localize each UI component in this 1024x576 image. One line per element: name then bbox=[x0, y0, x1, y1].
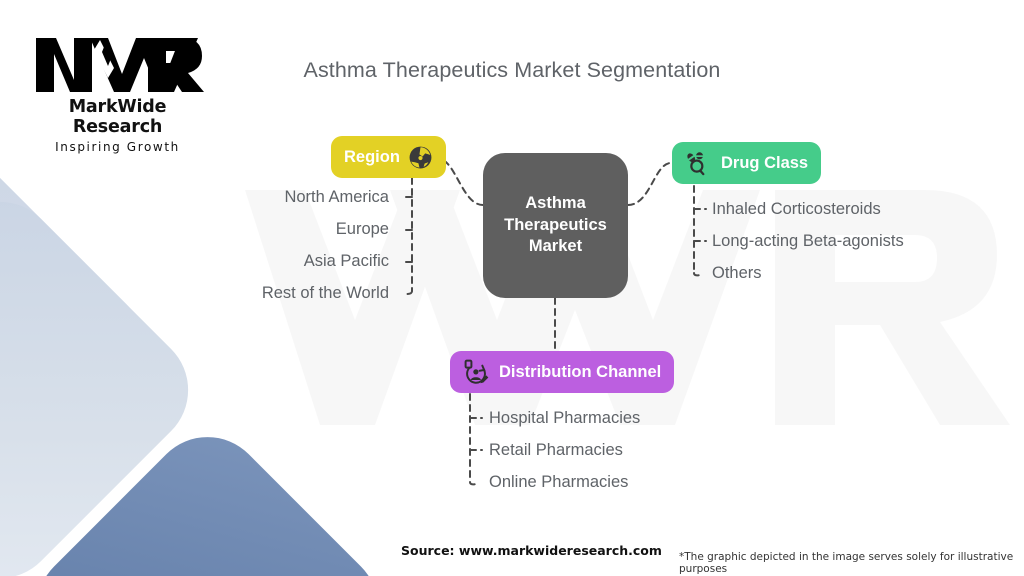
leaf-dist-1[interactable]: Hospital Pharmacies bbox=[489, 409, 641, 427]
leaf-region-4[interactable]: Rest of the World bbox=[261, 284, 389, 302]
mwr-logo-icon bbox=[36, 38, 204, 92]
globe-icon bbox=[408, 145, 433, 170]
branch-label-drug-class: Drug Class bbox=[721, 153, 809, 172]
page-title: Asthma Therapeutics Market Segmentation bbox=[303, 58, 721, 82]
leaf-drug-1[interactable]: Inhaled Corticosteroids bbox=[712, 200, 881, 218]
wire-dist-stub-3 bbox=[469, 481, 480, 486]
disclaimer-text: *The graphic depicted in the image serve… bbox=[679, 551, 1014, 575]
branch-badge-drug-class[interactable]: Drug Class bbox=[672, 142, 822, 184]
leaf-drug-3[interactable]: Others bbox=[712, 264, 762, 282]
user-edit-icon bbox=[463, 359, 490, 385]
wire-region-stub-4 bbox=[403, 290, 413, 295]
center-node-label: Asthma Therapeutics Market bbox=[504, 193, 607, 256]
wire-center-drugclass bbox=[627, 162, 671, 206]
leaf-dist-3[interactable]: Online Pharmacies bbox=[489, 473, 629, 491]
pills-search-icon bbox=[685, 151, 712, 176]
branch-badge-region[interactable]: Region bbox=[331, 136, 446, 178]
center-node[interactable]: Asthma Therapeutics Market bbox=[483, 153, 628, 298]
leaf-region-2[interactable]: Europe bbox=[335, 220, 389, 238]
branch-label-distribution-channel: Distribution Channel bbox=[499, 362, 662, 381]
logo-tagline: Inspiring Growth bbox=[55, 140, 180, 154]
company-logo: MarkWide Research Inspiring Growth bbox=[30, 34, 205, 154]
branch-badge-distribution-channel[interactable]: Distribution Channel bbox=[450, 351, 675, 393]
leaf-region-1[interactable]: North America bbox=[284, 188, 389, 206]
leaf-region-3[interactable]: Asia Pacific bbox=[303, 252, 389, 270]
branch-label-region: Region bbox=[344, 147, 400, 166]
wire-center-region bbox=[437, 157, 484, 206]
logo-company-name: MarkWide Research bbox=[68, 97, 167, 137]
wire-drug-stub-3 bbox=[693, 272, 704, 277]
leaf-drug-2[interactable]: Long-acting Beta-agonists bbox=[712, 232, 904, 250]
leaf-dist-2[interactable]: Retail Pharmacies bbox=[489, 441, 623, 459]
source-text[interactable]: Source: www.markwideresearch.com bbox=[401, 543, 662, 558]
